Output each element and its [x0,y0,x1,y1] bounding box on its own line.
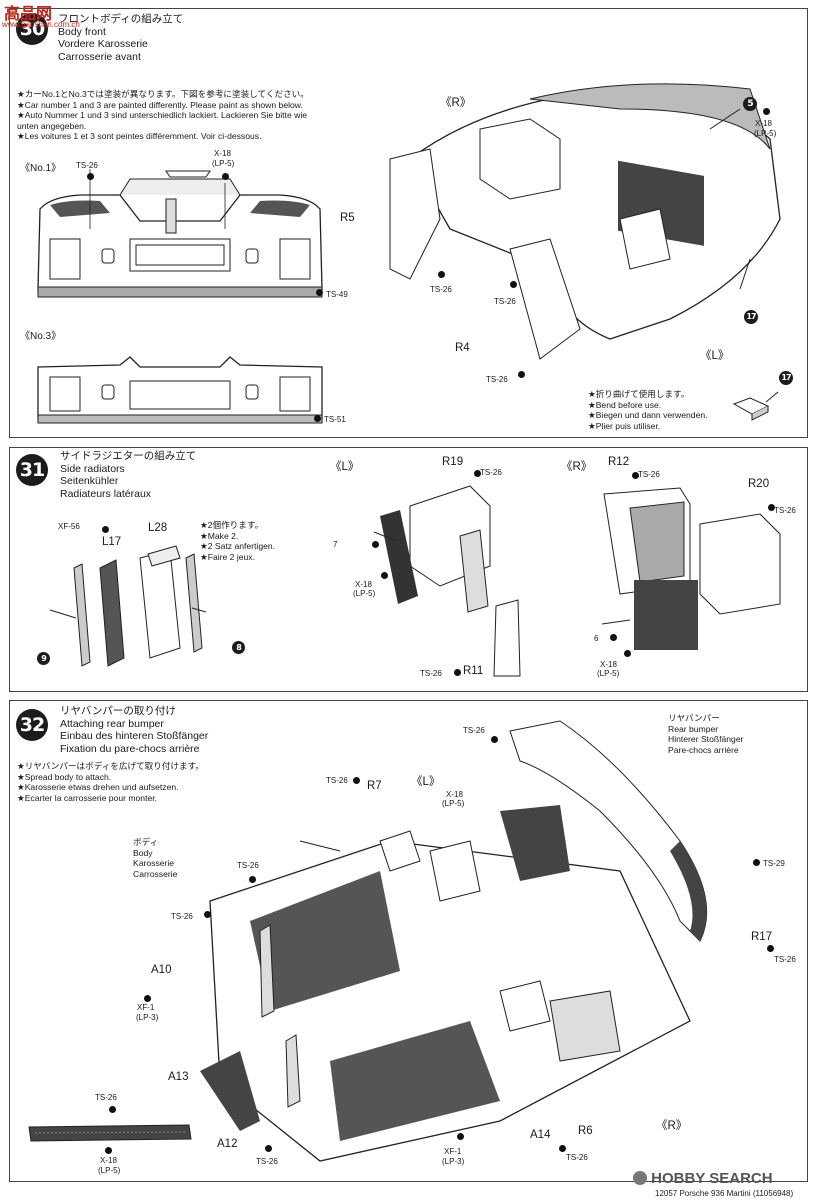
part-a10: A10 [151,964,172,976]
hobby-search-logo-icon [633,1171,647,1185]
part-r12: R12 [608,456,630,468]
step-title: リヤバンパーの取り付け Attaching rear bumper Einbau… [60,705,209,755]
title-en: Body front [58,25,106,38]
paint-ts26: TS-26 [76,161,98,170]
step-31-panel: 31 サイドラジエターの組み立て Side radiators Seitenkü… [9,447,808,692]
bend-note: ★折り曲げて使用します。 ★Bend before use. ★Biegen u… [588,389,708,431]
paint-xf1: XF-1 [137,1003,155,1012]
title-fr: Carrosserie avant [58,50,141,63]
callout-9: 9 [37,652,50,665]
hobby-search-logo: HOBBY SEARCH [633,1170,773,1187]
paint-ts29: TS-29 [763,859,785,868]
callout-5: 5 [743,97,757,111]
callout-8: 8 [232,641,245,654]
part-a12: A12 [217,1138,238,1150]
right-side-label: 《R》 [440,97,472,109]
rear-body-assembly-drawing [200,720,708,1162]
callout-17: 17 [744,310,758,324]
part-r11: R11 [463,665,484,677]
body-label: ボディ Body Karosserie Carrosserie [133,837,178,879]
no1-front-drawing [37,169,323,298]
paint-lp3: (LP-3) [136,1013,159,1022]
step-number: 30 [16,13,48,45]
step-title: フロントボディの組み立て Body front Vordere Karosser… [58,13,183,63]
step-title: サイドラジエターの組み立て Side radiators Seitenkühle… [60,450,197,500]
bend-detail-drawing [732,391,779,421]
front-body-assembly-drawing [389,83,781,360]
right-radiator-drawing [601,487,781,650]
watermark-chars: 高品网 [4,6,53,23]
part-r20: R20 [748,478,770,490]
paint-note: ★カーNo.1とNo.3では塗装が異なります。下図を参考に塗装してください。 ★… [17,89,309,141]
part-r19: R19 [442,456,464,468]
paint-xf56: XF-56 [58,522,80,531]
callout-6: 6 [594,634,599,643]
part-l17: L17 [102,536,122,548]
step-number: 32 [16,709,48,741]
rear-bumper-label: リヤバンパー Rear bumper Hinterer Stoßfänger P… [668,713,744,755]
variant-no3-label: 《No.3》 [20,331,62,342]
part-r4: R4 [455,342,470,354]
part-l28: L28 [148,522,168,534]
title-de: Vordere Karosserie [58,38,148,50]
step-32-panel: 32 リヤバンパーの取り付け Attaching rear bumper Ein… [9,700,808,1182]
paint-ts51: TS-51 [324,415,346,424]
callout-7: 7 [333,540,338,549]
model-info: 12057 Porsche 936 Martini (11056948) [655,1189,794,1198]
part-r5: R5 [340,212,355,224]
paint-lp5: (LP-5) [212,159,235,168]
title-jp: フロントボディの組み立て [58,13,184,25]
variant-no1-label: 《No.1》 [20,163,62,174]
part-r6: R6 [578,1125,593,1137]
make-two-note: ★2個作ります。 ★Make 2. ★2 Satz anfertigen. ★F… [200,520,276,562]
spread-body-note: ★リヤバンパーはボディを広げて取り付けます。 ★Spread body to a… [17,761,204,803]
no3-front-drawing [37,356,323,424]
radiator-exploded-drawing [49,545,207,667]
bumper-detail-drawing [28,1124,192,1142]
part-a13: A13 [168,1071,189,1083]
part-a14: A14 [530,1129,551,1141]
left-radiator-drawing [373,485,521,677]
step-number: 31 [16,454,48,486]
paint-ts49: TS-49 [326,290,348,299]
left-side-label: 《L》 [700,350,730,362]
part-r7: R7 [367,780,382,792]
paint-x18: X-18 [214,149,231,158]
step-30-panel: 30 フロントボディの組み立て Body front Vordere Karos… [9,8,808,438]
part-r17: R17 [751,931,773,943]
watermark-url: www.gaoshan.com.cn [2,20,80,29]
